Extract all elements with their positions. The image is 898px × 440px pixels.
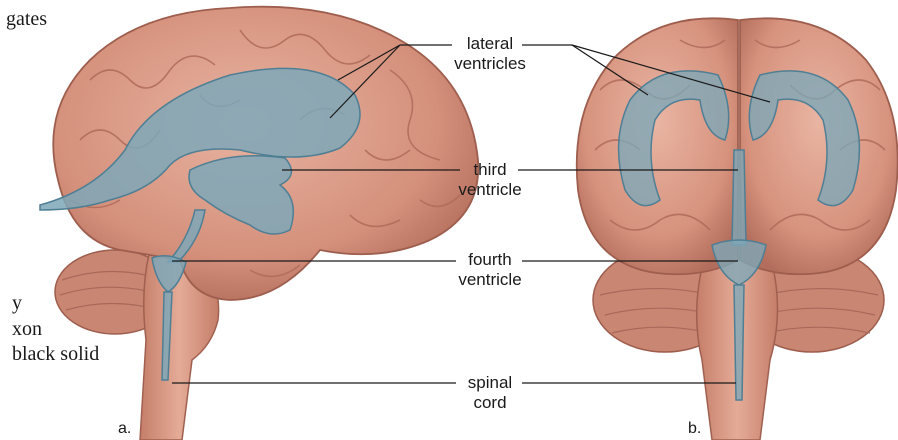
background-text-line4: black solid	[12, 343, 99, 366]
label-spinal-line1: spinal	[440, 373, 540, 393]
label-spinal-line2: cord	[440, 393, 540, 413]
label-third-line1: third	[440, 160, 540, 180]
label-lateral-line1: lateral	[440, 34, 540, 54]
third-ventricle-b	[732, 150, 746, 245]
label-third-ventricle: third ventricle	[440, 160, 540, 200]
label-lateral-line2: ventricles	[440, 54, 540, 74]
label-fourth-line1: fourth	[440, 250, 540, 270]
label-third-line2: ventricle	[440, 180, 540, 200]
background-text-line1: gates	[6, 8, 47, 31]
background-text-line2: y	[12, 292, 22, 315]
panel-label-b: b.	[688, 420, 701, 438]
cerebrum-b-left	[577, 18, 738, 274]
label-fourth-line2: ventricle	[440, 270, 540, 290]
label-lateral-ventricles: lateral ventricles	[440, 34, 540, 74]
brain-lateral-view	[40, 7, 478, 440]
brain-frontal-view	[577, 18, 898, 440]
cerebrum-b-right	[740, 18, 898, 274]
label-spinal-cord: spinal cord	[440, 373, 540, 413]
background-text-line3: xon	[12, 318, 42, 341]
panel-label-a: a.	[118, 420, 131, 438]
label-fourth-ventricle: fourth ventricle	[440, 250, 540, 290]
